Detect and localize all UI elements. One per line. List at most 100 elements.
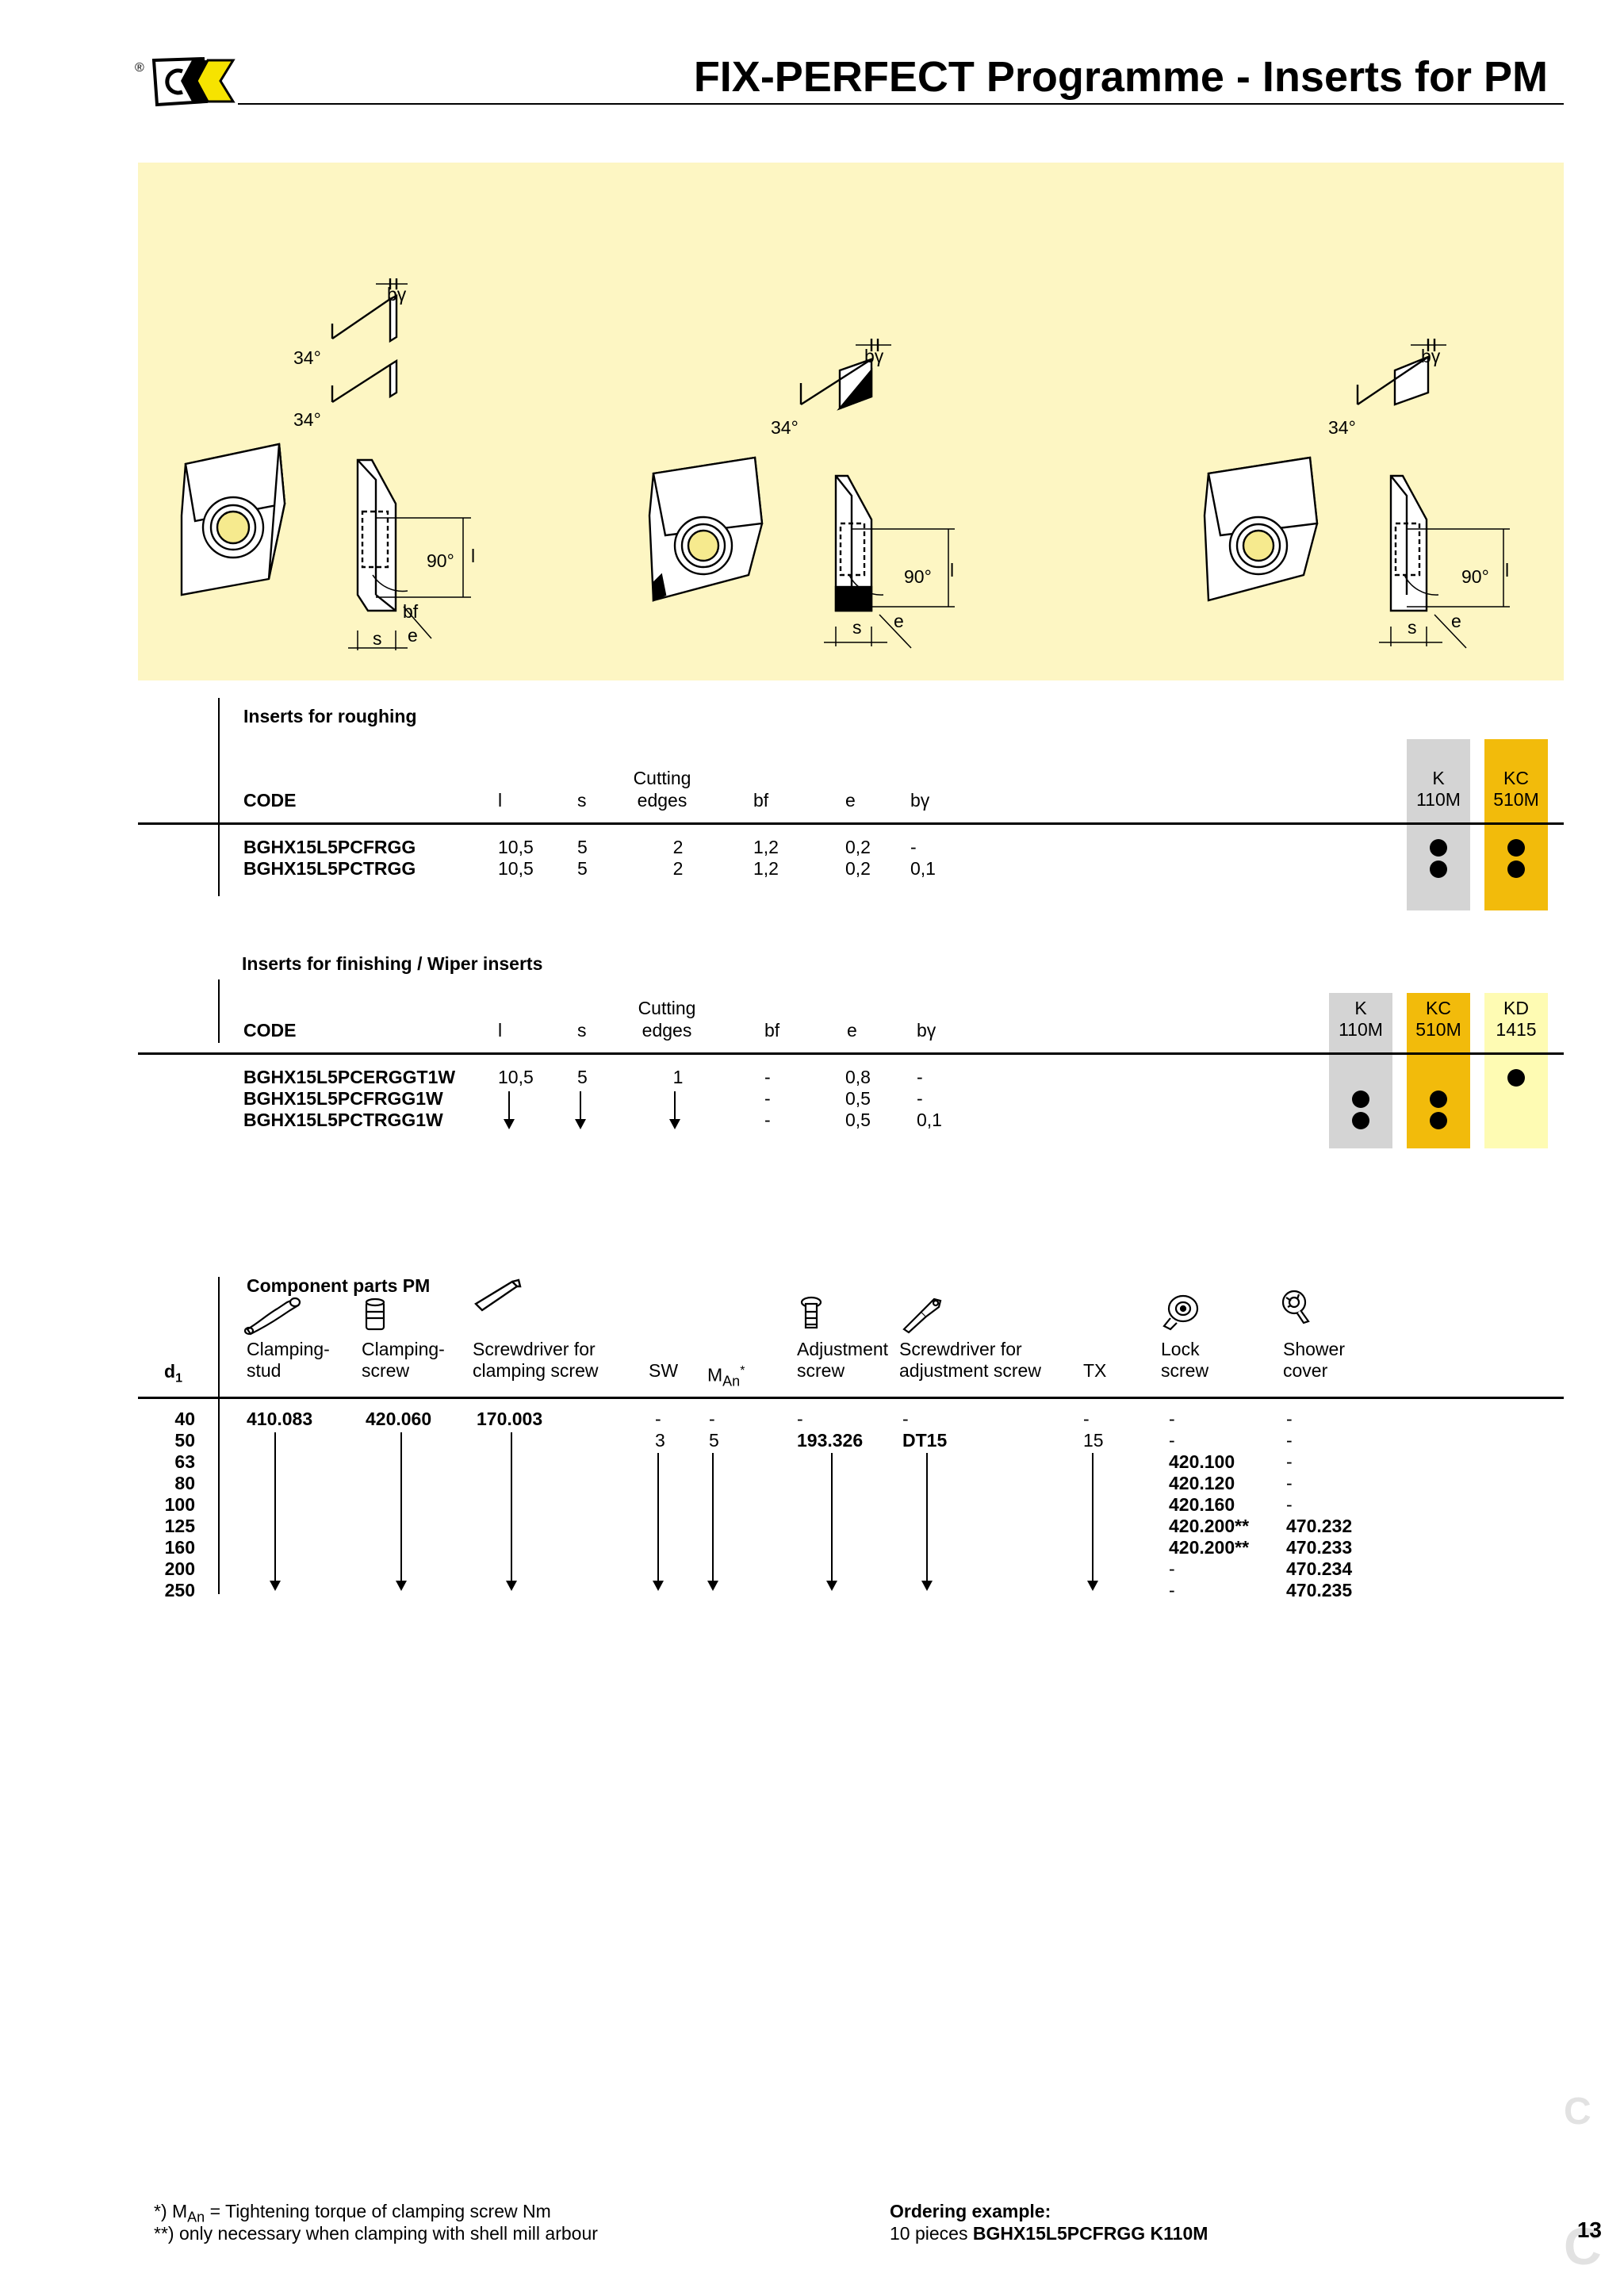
insert-code: BGHX15L5PCTRGG [243,858,416,879]
header-rule [238,103,1564,105]
clamping-stud-code: 410.083 [247,1409,313,1429]
insert-l: 10,5 [498,1067,534,1087]
header-clamping-screw-1: Clamping- [362,1339,445,1359]
screwdriver-code: 170.003 [477,1409,543,1429]
insert-1-b-gamma-label: bγ [387,284,407,305]
header-tx: TX [1083,1360,1107,1381]
insert-2-angle-label: 34° [771,417,799,438]
insert-b-gamma: - [917,1067,923,1087]
insert-e: 0,5 [845,1088,871,1109]
finishing-header-l: l [498,1020,503,1041]
header-screwdriver-1: Screwdriver for [473,1339,596,1359]
lock-screw-code: 420.200** [1169,1537,1250,1558]
lock-screw-code: 420.200** [1169,1516,1250,1536]
header-shower-cover-2: cover [1283,1360,1328,1381]
insert-bf: 1,2 [753,837,779,857]
grade-column-kc510m [1484,739,1548,910]
adjustment-screw-code: 193.326 [797,1430,864,1451]
footnote-torque: *) MAn = Tightening torque of clamping s… [154,2201,551,2225]
insert-3-angle-label: 34° [1328,417,1356,438]
header-sw: SW [649,1360,679,1381]
grade-kc-line2: 510M [1415,1019,1461,1040]
same-value-arrow [270,1432,281,1591]
roughing-header-cutting: Cutting [633,768,691,788]
header-d1: d1 [164,1361,182,1386]
finishing-header-rule [138,1052,1564,1055]
availability-dot [1507,839,1525,857]
header-clamping-screw-2: screw [362,1360,410,1381]
shower-cover-code: - [1286,1430,1293,1451]
d1-value: 125 [164,1516,195,1536]
availability-dot [1507,861,1525,878]
grade-kd-line1: KD [1503,998,1529,1018]
finishing-header-code: CODE [243,1020,297,1041]
insert-s: 5 [577,1067,588,1087]
header-adjustment-screw-2: screw [797,1360,845,1381]
roughing-header-edges: edges [637,790,688,811]
finishing-header-s: s [577,1020,587,1041]
availability-dot [1430,1112,1447,1129]
insert-e: 0,8 [845,1067,871,1087]
insert-code: BGHX15L5PCFRGG [243,837,416,857]
grade-kc-line1: KC [1426,998,1451,1018]
components-section-rule [218,1277,220,1594]
shower-cover-code: - [1286,1451,1293,1472]
grade-k-line1: K [1354,998,1367,1018]
grade-column-k110m [1407,739,1470,910]
insert-2-s-label: s [852,617,862,638]
insert-s: 5 [577,858,588,879]
lock-screw-icon [1162,1294,1199,1331]
same-value-arrow [1087,1453,1098,1591]
d1-value: 100 [164,1494,195,1515]
availability-dot [1430,839,1447,857]
finishing-section-rule [218,979,220,1043]
lock-screw-code: - [1169,1580,1175,1600]
availability-dot [1507,1069,1525,1087]
insert-1-s-label: s [373,628,382,649]
tx-value: - [1083,1409,1090,1429]
insert-edges: 2 [672,858,684,879]
header-adjustment-driver-1: Screwdriver for [899,1339,1022,1359]
insert-3-drawing [1203,339,1510,649]
insert-1-e-label: e [408,625,418,646]
same-value-arrow [504,1091,515,1129]
insert-3-l-label: l [1505,560,1510,581]
clamping-screw-icon [365,1297,385,1331]
insert-1-drawing [180,278,471,650]
shower-cover-code: 470.234 [1286,1558,1353,1579]
adjustment-driver-code: DT15 [902,1430,948,1451]
availability-dot [1430,1091,1447,1108]
components-section-title: Component parts PM [247,1275,431,1296]
components-header-rule [138,1397,1564,1399]
insert-1-bf-label: bf [403,601,419,622]
lock-screw-code: 420.100 [1169,1451,1235,1472]
insert-edges: 1 [672,1067,684,1087]
man-value: 5 [709,1430,719,1451]
insert-geometry-diagram [180,278,1510,650]
insert-b-gamma: 0,1 [910,858,936,879]
header-clamping-stud-1: Clamping- [247,1339,330,1359]
same-value-arrow [396,1432,407,1591]
same-value-arrow [653,1453,664,1591]
adjustment-screw-code: - [797,1409,803,1429]
section-letter-tab: C [1564,2217,1602,2275]
roughing-header-b-gamma: bγ [910,790,930,811]
insert-bf: - [764,1067,771,1087]
finishing-header-bf: bf [764,1020,780,1041]
footnote-shell-mill: **) only necessary when clamping with sh… [154,2223,598,2244]
ordering-example-text: 10 pieces BGHX15L5PCFRGG K110M [890,2223,1208,2244]
header-screwdriver-2: clamping screw [473,1360,599,1381]
sw-value: 3 [655,1430,665,1451]
insert-l: 10,5 [498,858,534,879]
roughing-header-bf: bf [753,790,769,811]
same-value-arrow [506,1432,517,1591]
roughing-header-s: s [577,790,587,811]
availability-dot [1352,1112,1369,1129]
grade-k-line1: K [1432,768,1445,788]
shower-cover-code: 470.232 [1286,1516,1353,1536]
grade-kd-line2: 1415 [1496,1019,1537,1040]
shower-cover-icon [1281,1290,1310,1324]
insert-2-b-gamma-label: bγ [864,346,884,366]
shower-cover-code: - [1286,1473,1293,1493]
insert-code: BGHX15L5PCFRGG1W [243,1088,443,1109]
